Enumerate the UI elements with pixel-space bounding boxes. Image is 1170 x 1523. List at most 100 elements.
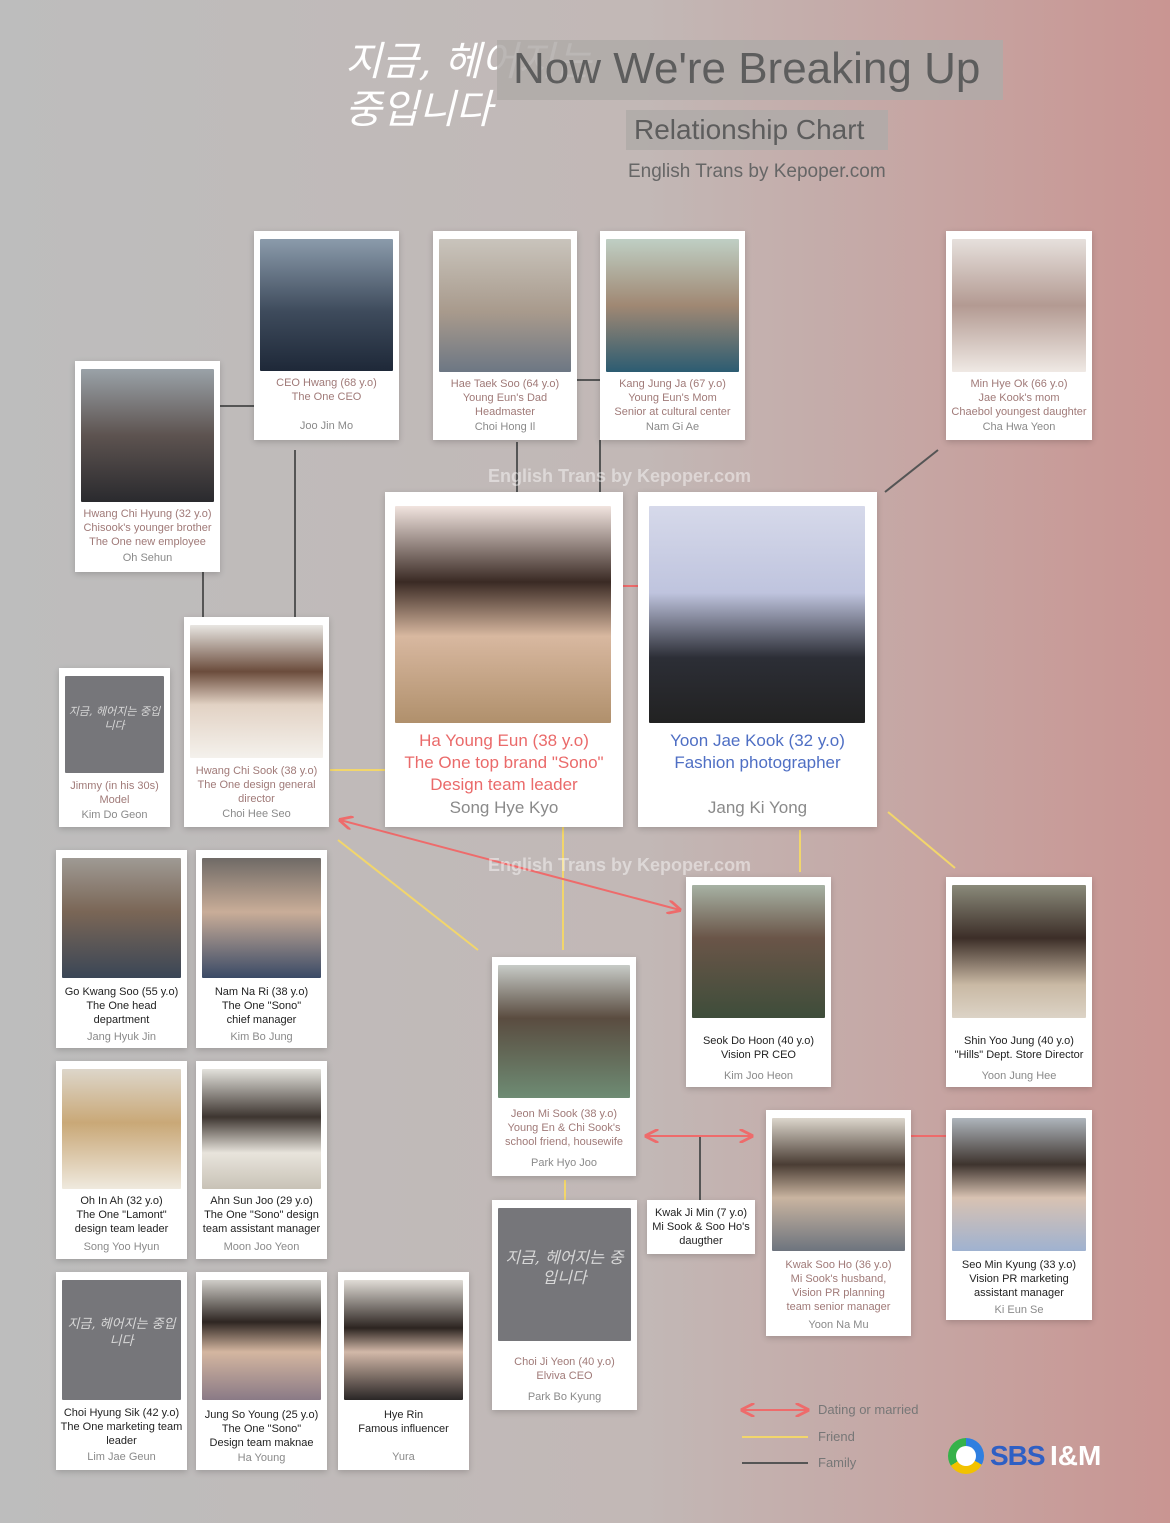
char-name: Seo Min Kyung (33 y.o) — [961, 1259, 1077, 1271]
portrait-photo — [81, 369, 214, 502]
char-role: Young Eun's Dad — [462, 392, 548, 404]
logo-placeholder-text: 지금, 헤어지는 중입니다 — [68, 705, 161, 733]
char-role: assistant manager — [974, 1287, 1064, 1299]
portrait-photo — [952, 1118, 1086, 1251]
char-role: The One CEO — [291, 391, 362, 403]
actor-name: Kim Bo Jung — [230, 1031, 293, 1043]
char-role: design team leader — [74, 1223, 169, 1235]
portrait-photo — [62, 858, 181, 978]
portrait-photo — [202, 858, 321, 978]
card-nam-na-ri: Nam Na Ri (38 y.o) The One "Sono" chief ma… — [196, 850, 327, 1048]
char-name: Ahn Sun Joo (29 y.o) — [210, 1195, 313, 1207]
char-role: Design team maknae — [209, 1437, 314, 1449]
portrait-photo — [498, 965, 630, 1098]
char-role: Young En & Chi Sook's — [507, 1122, 621, 1134]
char-name: Min Hye Ok (66 y.o) — [970, 378, 1068, 390]
actor-name: Ha Young — [237, 1452, 286, 1464]
card-hwang-chi-hyung: Hwang Chi Hyung (32 y.o)Chisook's younge… — [75, 361, 220, 572]
watermark-middle: English Trans by Kepoper.com — [488, 855, 752, 875]
lead-role: The One top brand "Sono" — [404, 753, 604, 772]
watermark-top: English Trans by Kepoper.com — [488, 466, 752, 486]
legend-family-label: Family — [818, 1455, 857, 1470]
char-role: The One marketing team — [60, 1421, 183, 1433]
actor-name: Ki Eun Se — [994, 1304, 1044, 1316]
portrait-photo — [952, 239, 1086, 372]
chart-subtitle: Relationship Chart — [626, 110, 888, 150]
actor-name: Park Hyo Joo — [530, 1157, 598, 1169]
actor-name: Song Hye Kyo — [449, 798, 559, 817]
char-name: Jung So Young (25 y.o) — [204, 1409, 319, 1421]
card-shin-yoo-jung: Shin Yoo Jung (40 y.o) "Hills" Dept. Stor… — [946, 877, 1092, 1087]
char-name: Shin Yoo Jung (40 y.o) — [964, 1035, 1074, 1047]
char-role: leader — [106, 1435, 137, 1447]
card-jung-so-young: Jung So Young (25 y.o) The One "Sono" Desi… — [196, 1272, 327, 1470]
actor-name: Song Yoo Hyun — [83, 1241, 160, 1253]
family-lines — [202, 379, 939, 1200]
portrait-photo — [606, 239, 739, 372]
lead-name: Yoon Jae Kook (32 y.o) — [670, 731, 845, 750]
char-role: department — [93, 1014, 150, 1026]
portrait-photo — [692, 885, 825, 1018]
card-jeon-mi-sook: Jeon Mi Sook (38 y.o) Young En & Chi Sook… — [492, 957, 636, 1176]
char-role: Mi Sook's husband, — [790, 1273, 887, 1285]
char-role: team assistant manager — [202, 1223, 321, 1235]
char-name: Jeon Mi Sook (38 y.o) — [510, 1108, 618, 1120]
sbs-logo-suffix: I&M — [1050, 1440, 1102, 1471]
actor-name: Jang Ki Yong — [707, 798, 808, 817]
actor-name: Park Bo Kyung — [527, 1391, 602, 1403]
portrait-photo — [202, 1069, 321, 1189]
actor-name: Yura — [392, 1451, 415, 1463]
char-name: Seok Do Hoon (40 y.o) — [702, 1035, 815, 1047]
logo-placeholder-text: 지금, 헤어지는 중입니다 — [67, 1317, 176, 1349]
char-name: Hwang Chi Hyung (32 y.o) — [83, 508, 212, 520]
actor-name: Lim Jae Geun — [87, 1451, 156, 1463]
actor-name: Yoon Jung Hee — [981, 1070, 1057, 1082]
chart-title: Now We're Breaking Up — [497, 40, 1003, 100]
char-role: Vision PR CEO — [721, 1049, 796, 1061]
card-choi-hyung-sik: 지금, 헤어지는 중입니다 Choi Hyung Sik (42 y.o)The… — [56, 1272, 187, 1470]
lead-role: Design team leader — [430, 775, 578, 794]
char-role: The One "Sono" — [221, 1000, 302, 1012]
sbs-logo-text: SBS — [990, 1440, 1046, 1471]
char-name: Hae Taek Soo (64 y.o) — [450, 378, 560, 390]
char-role: Senior at cultural center — [614, 406, 731, 418]
char-role: Vision PR marketing — [969, 1273, 1069, 1285]
char-role: school friend, housewife — [504, 1136, 623, 1148]
char-name: Oh In Ah (32 y.o) — [80, 1195, 163, 1207]
portrait-photo — [952, 885, 1086, 1018]
portrait-photo — [62, 1069, 181, 1189]
legend-dating-label: Dating or married — [818, 1402, 919, 1417]
portrait-photo — [395, 506, 611, 723]
char-name: CEO Hwang (68 y.o) — [276, 377, 377, 389]
portrait-photo — [202, 1280, 321, 1400]
actor-name: Kim Joo Heon — [723, 1070, 794, 1082]
actor-name: Jang Hyuk Jin — [86, 1031, 157, 1043]
char-role: The One "Sono" — [221, 1423, 302, 1435]
card-ahn-sun-joo: Ahn Sun Joo (29 y.o)The One "Sono" desig… — [196, 1061, 327, 1259]
actor-name: Joo Jin Mo — [299, 420, 354, 432]
actor-name: Cha Hwa Yeon — [982, 421, 1056, 433]
char-name: Nam Na Ri (38 y.o) — [214, 986, 309, 998]
card-seo-min-kyung: Seo Min Kyung (33 y.o) Vision PR marketin… — [946, 1110, 1092, 1320]
char-role: director — [238, 793, 275, 805]
logo-placeholder-text: 지금, 헤어지는 중입니다 — [505, 1247, 624, 1287]
char-role: The One head — [86, 1000, 157, 1012]
char-role: Mi Sook & Soo Ho's — [652, 1221, 750, 1233]
char-role: chief manager — [226, 1014, 297, 1026]
char-role: "Hills" Dept. Store Director — [954, 1049, 1084, 1061]
card-hwang-ceo: CEO Hwang (68 y.o) The One CEO Joo Jin Mo — [254, 231, 399, 440]
card-oh-in-ah: Oh In Ah (32 y.o)The One "Lamont"design … — [56, 1061, 187, 1259]
logo-placeholder-photo: 지금, 헤어지는 중입니다 — [65, 676, 164, 773]
char-name: Jimmy (in his 30s) — [70, 780, 159, 792]
char-role: Elviva CEO — [536, 1370, 593, 1382]
lead-role: Fashion photographer — [674, 753, 841, 772]
portrait-photo — [649, 506, 865, 723]
card-yoon-jae-kook: Yoon Jae Kook (32 y.o) Fashion photograp… — [638, 492, 877, 827]
actor-name: Choi Hong Il — [474, 421, 536, 433]
card-ha-young-eun: Ha Young Eun (38 y.o) The One top brand … — [385, 492, 623, 827]
char-role: Famous influencer — [358, 1423, 449, 1435]
portrait-photo — [190, 625, 323, 758]
char-role: The One new employee — [89, 536, 206, 548]
lead-name: Ha Young Eun (38 y.o) — [419, 731, 589, 750]
